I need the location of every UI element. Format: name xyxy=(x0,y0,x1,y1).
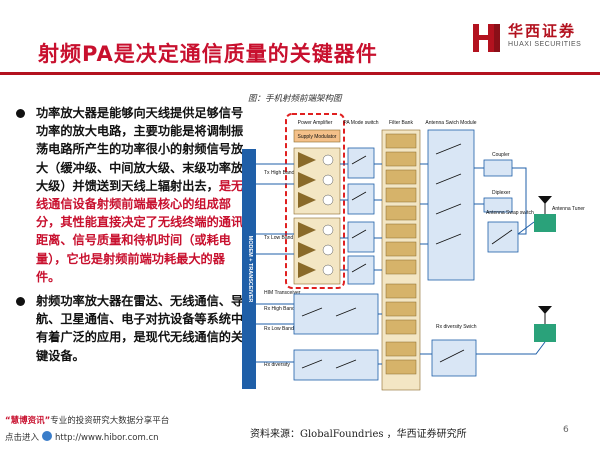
antenna-switch-module-box xyxy=(427,129,475,281)
coupler-label: Coupler xyxy=(492,152,510,158)
figure-caption: 图：手机射频前端架构图 xyxy=(248,94,342,104)
watermark-line-2: 点击进入 http://www.hibor.com.cn xyxy=(5,431,159,443)
filter-bank-group xyxy=(381,129,421,391)
rf-frontend-diagram: MODEM + TRANSCEIVER Power Amplifier PA M… xyxy=(242,113,585,391)
rx-low-band-label: Rx Low Band xyxy=(264,326,294,332)
antenna-swap-switch-box xyxy=(487,221,519,253)
pa-high-band-group xyxy=(293,147,341,215)
antenna-tuner-label: Antenna Tuner xyxy=(552,206,585,212)
him-transceiver-label: HIM Transceiver xyxy=(264,290,301,296)
rx-high-band-label: Rx High Band xyxy=(264,306,295,312)
antenna-icon xyxy=(534,196,556,232)
watermark-brand: “慧博资讯” xyxy=(5,416,51,426)
transceiver-label: MODEM + TRANSCEIVER xyxy=(247,236,253,303)
bullet-dot-icon xyxy=(16,297,25,307)
diplexer-box xyxy=(483,197,513,213)
supply-modulator-label: Supply Modulator xyxy=(298,134,337,140)
antenna-icon xyxy=(534,306,556,342)
transceiver-bar xyxy=(242,149,256,389)
watermark-enter-text: 点击进入 xyxy=(5,433,40,443)
rx-diversity-label: Rx diversity xyxy=(264,362,290,368)
pa-low-band-group xyxy=(293,217,341,285)
tx-low-band-label: Tx Low Band xyxy=(264,235,293,241)
bullet-item: 射频功率放大器在雷达、无线通信、导航、卫星通信、电子对抗设备等系统中有着广泛的应… xyxy=(12,292,244,365)
huaxi-logo-icon xyxy=(470,22,500,54)
pa-mode-switch-group xyxy=(347,147,375,285)
title-divider xyxy=(0,72,600,75)
tx-high-band-label: Tx High Band xyxy=(264,170,295,176)
pa-mode-switch-label: PA Mode switch xyxy=(343,120,378,126)
logo-cn-text: 华西证券 xyxy=(508,22,577,40)
antenna-switch-module-label: Antenna Swich Module xyxy=(425,120,476,126)
diplexer-label: Diplexer xyxy=(492,190,511,196)
bullet-text: 射频功率放大器在雷达、无线通信、导航、卫星通信、电子对抗设备等系统中有着广泛的应… xyxy=(36,294,244,363)
watermark-line-1: “慧博资讯”专业的投资研究大数据分享平台 xyxy=(5,414,169,426)
bullet-dot-icon xyxy=(16,109,25,118)
power-amplifier-label: Power Amplifier xyxy=(298,120,333,126)
coupler-box xyxy=(483,159,513,177)
filter-bank-label: Filter Bank xyxy=(389,120,413,126)
pa-highlight-box xyxy=(285,113,345,289)
bullet-text: 功率放大器是能够向天线提供足够信号功率的放大电路，主要功能是将调制振荡电路所产生… xyxy=(36,106,244,193)
globe-icon xyxy=(42,431,53,441)
supply-modulator-box xyxy=(293,129,341,143)
signal-lines xyxy=(256,163,546,365)
page-title: 射频PA是决定通信质量的关键器件 xyxy=(38,42,378,66)
bullet-highlight-text: 是无线通信设备射频前端最核心的组成部分，其性能直接决定了无线终端的通讯距离、信号… xyxy=(36,178,244,284)
rx-diversity-box xyxy=(293,349,379,381)
bullet-list: 功率放大器是能够向天线提供足够信号功率的放大电路，主要功能是将调制振荡电路所产生… xyxy=(12,104,244,371)
bullet-item: 功率放大器是能够向天线提供足够信号功率的放大电路，主要功能是将调制振荡电路所产生… xyxy=(12,104,244,286)
watermark-link[interactable]: http://www.hibor.com.cn xyxy=(55,433,159,443)
watermark-tagline: 专业的投资研究大数据分享平台 xyxy=(50,416,170,426)
page-number: 6 xyxy=(563,425,569,435)
rx-diversity-switch-label: Rx diversity Swich xyxy=(436,324,477,330)
antenna-swap-switch-label: Antenna Swap switch xyxy=(486,210,534,216)
logo-en-text: HUAXI SECURITIES xyxy=(508,41,582,48)
rx-diversity-switch-box xyxy=(431,339,477,377)
source-note: 资料来源：GlobalFoundries ，华西证券研究所 xyxy=(250,429,467,440)
